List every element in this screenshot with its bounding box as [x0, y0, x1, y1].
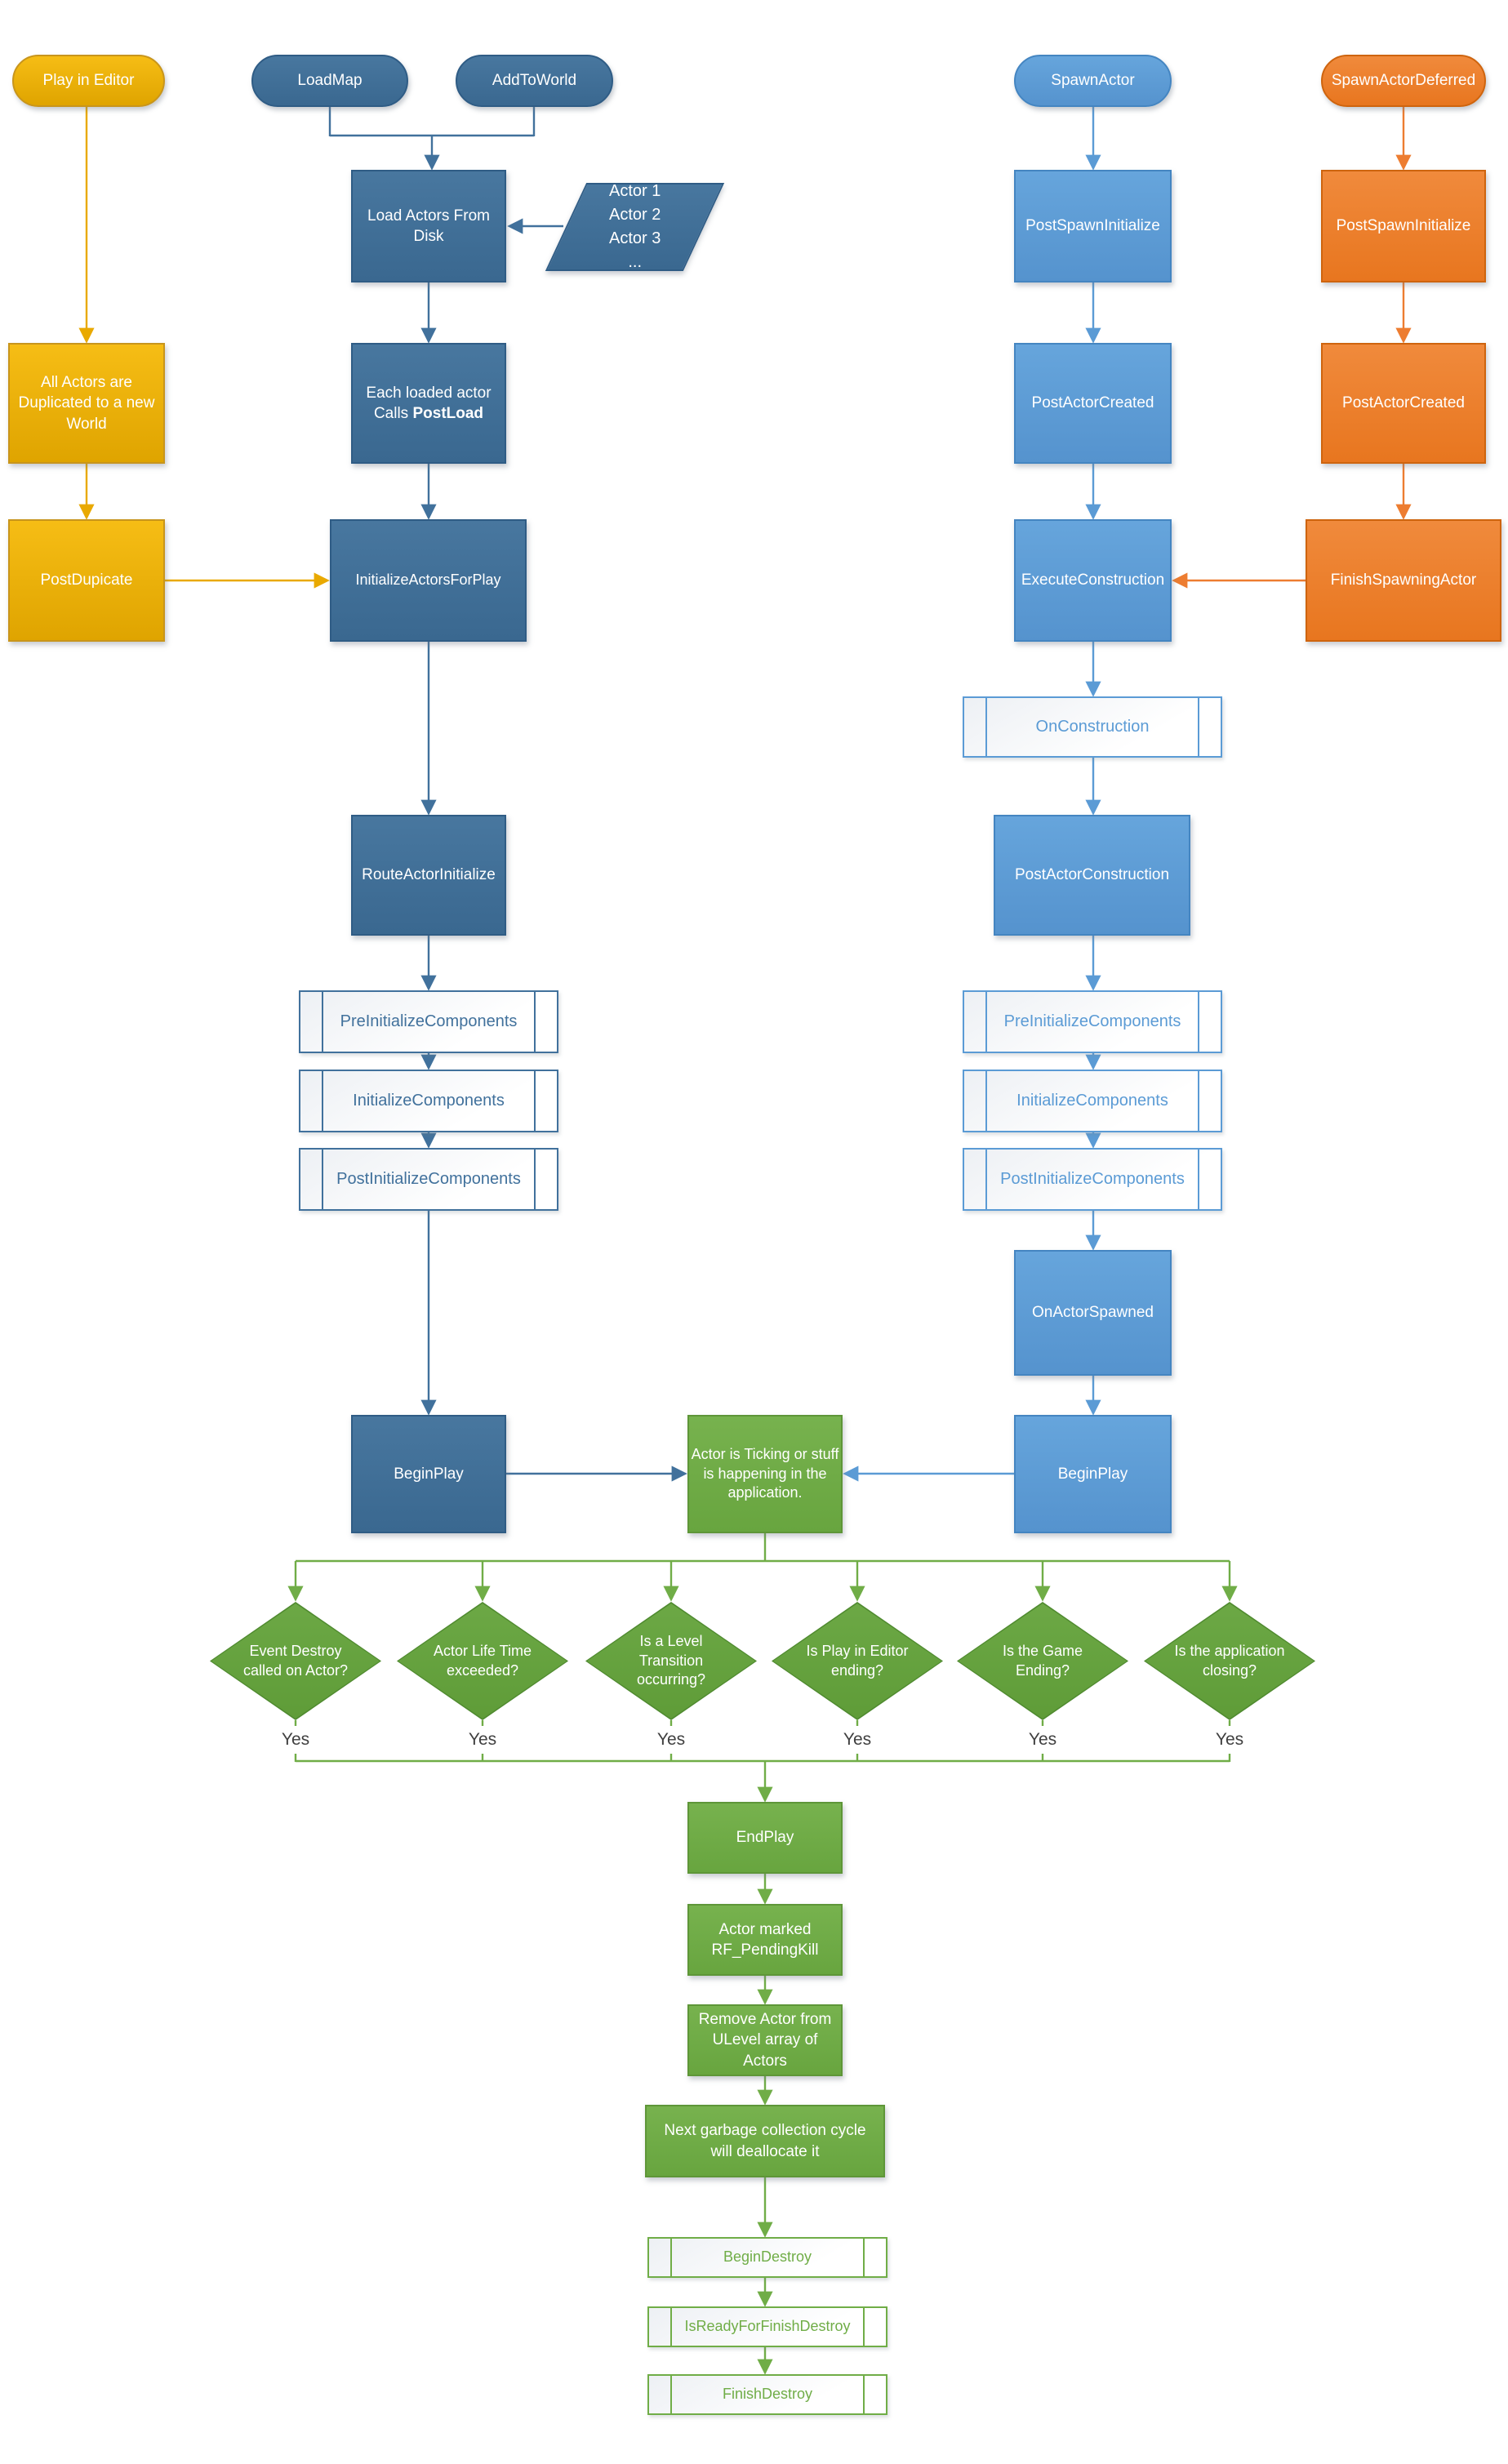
node-label: Play in Editor [42, 72, 135, 90]
node-spawn-actor-deferred: SpawnActorDeferred [1321, 55, 1486, 107]
node-actor-ticking: Actor is Ticking or stuff is happening i… [687, 1415, 843, 1533]
node-label: Actor marked RF_PendingKill [711, 1920, 819, 1959]
node-label: PreInitializeComponents [340, 1012, 518, 1031]
node-label: InitializeComponents [1016, 1092, 1168, 1110]
label-line: Calls PostLoad [366, 403, 491, 424]
node-label: PostActorCreated [1342, 394, 1465, 412]
node-label: PostActorCreated [1031, 394, 1154, 412]
node-label: InitializeComponents [353, 1092, 505, 1110]
node-label: SpawnActorDeferred [1331, 72, 1476, 90]
node-label: PostActorConstruction [1014, 866, 1170, 884]
node-label: PreInitializeComponents [1003, 1012, 1181, 1031]
node-begin-play-spawned: BeginPlay [1014, 1415, 1172, 1533]
actor-list-item: ... [628, 253, 642, 271]
node-finish-destroy: FinishDestroy [647, 2374, 887, 2415]
node-label: AddToWorld [492, 72, 577, 90]
node-post-actor-created: PostActorCreated [1014, 343, 1172, 464]
node-label: Next garbage collection cycle will deall… [664, 2122, 866, 2160]
node-label: OnConstruction [1035, 718, 1150, 736]
node-play-in-editor: Play in Editor [12, 55, 165, 107]
node-is-ready-for-finish-destroy: IsReadyForFinishDestroy [647, 2306, 887, 2347]
node-label: SpawnActor [1051, 72, 1135, 90]
node-execute-construction: ExecuteConstruction [1014, 519, 1172, 642]
node-all-actors-duplicated: All Actors are Duplicated to a new World [8, 343, 165, 464]
node-initialize-components: InitializeComponents [299, 1070, 558, 1132]
node-remove-actor-from-ulevel: Remove Actor from ULevel array of Actors [687, 2004, 843, 2076]
node-end-play: EndPlay [687, 1802, 843, 1874]
label-line-prefix: Calls [373, 405, 413, 422]
node-label: BeginPlay [394, 1465, 464, 1483]
node-label: IsReadyForFinishDestroy [684, 2318, 851, 2335]
node-label: OnActorSpawned [1032, 1304, 1154, 1322]
node-label: BeginPlay [1057, 1465, 1128, 1483]
node-label: Actor is Ticking or stuff is happening i… [691, 1445, 839, 1501]
node-garbage-collection: Next garbage collection cycle will deall… [645, 2105, 885, 2177]
connector-segment [328, 107, 536, 137]
node-label: LoadMap [297, 72, 363, 90]
node-post-initialize-components: PostInitializeComponents [299, 1148, 558, 1211]
label-line: Each loaded actor [366, 384, 492, 402]
node-load-map: LoadMap [251, 55, 408, 107]
node-route-actor-initialize: RouteActorInitialize [351, 815, 506, 936]
node-label: PostDupicate [40, 572, 133, 589]
node-on-actor-spawned: OnActorSpawned [1014, 1250, 1172, 1376]
yes-label: Yes [1018, 1726, 1067, 1754]
node-label: All Actors are Duplicated to a new World [18, 374, 155, 433]
node-label: FinishDestroy [722, 2386, 813, 2403]
node-label: PostSpawnInitialize [1025, 217, 1160, 235]
actor-list-item: Actor 2 [608, 206, 661, 224]
node-label: Each loaded actor Calls PostLoad [366, 383, 491, 424]
yes-label: Yes [271, 1726, 320, 1754]
node-initialize-actors-for-play: InitializeActorsForPlay [330, 519, 527, 642]
node-label: ExecuteConstruction [1021, 572, 1165, 589]
node-post-spawn-initialize: PostSpawnInitialize [1014, 170, 1172, 282]
yes-label: Yes [833, 1726, 882, 1754]
light-blue-connectors [843, 107, 1101, 1482]
node-on-construction: OnConstruction [963, 696, 1222, 758]
node-label: BeginDestroy [723, 2248, 812, 2266]
node-label: Remove Actor from ULevel array of Actors [698, 2011, 832, 2070]
node-each-loaded-actor-postload: Each loaded actor Calls PostLoad [351, 343, 506, 464]
node-begin-play-loaded: BeginPlay [351, 1415, 506, 1533]
node-initialize-components-spawn: InitializeComponents [963, 1070, 1222, 1132]
yes-label: Yes [458, 1726, 507, 1754]
node-add-to-world: AddToWorld [456, 55, 613, 107]
node-pre-initialize-components-spawn: PreInitializeComponents [963, 990, 1222, 1053]
node-post-initialize-components-spawn: PostInitializeComponents [963, 1148, 1222, 1211]
actor-list-item: Actor 3 [608, 229, 661, 247]
node-pre-initialize-components: PreInitializeComponents [299, 990, 558, 1053]
node-actor-marked-pending-kill: Actor marked RF_PendingKill [687, 1904, 843, 1976]
gold-connectors [78, 107, 330, 589]
node-label: Load Actors From Disk [367, 207, 490, 245]
node-begin-destroy: BeginDestroy [647, 2237, 887, 2278]
node-post-duplicate: PostDupicate [8, 519, 165, 642]
actor-list-item: Actor 1 [608, 182, 661, 200]
node-label: RouteActorInitialize [362, 866, 496, 884]
node-load-actors-from-disk: Load Actors From Disk [351, 170, 506, 282]
node-post-actor-created-deferred: PostActorCreated [1321, 343, 1486, 464]
node-label: PostInitializeComponents [1000, 1170, 1185, 1189]
yes-label: Yes [647, 1726, 696, 1754]
node-label: Actor 1 Actor 2 Actor 3 ... [609, 180, 661, 274]
yes-label: Yes [1205, 1726, 1254, 1754]
node-label: PostSpawnInitialize [1336, 217, 1471, 235]
node-label: FinishSpawningActor [1330, 572, 1477, 589]
node-finish-spawning-actor: FinishSpawningActor [1306, 519, 1501, 642]
node-post-spawn-initialize-deferred: PostSpawnInitialize [1321, 170, 1486, 282]
node-label: InitializeActorsForPlay [355, 572, 501, 589]
dark-blue-connectors [328, 107, 687, 1482]
label-line-bold: PostLoad [412, 405, 484, 422]
node-label: PostInitializeComponents [336, 1170, 521, 1189]
node-spawn-actor: SpawnActor [1014, 55, 1172, 107]
orange-connectors [1172, 107, 1412, 589]
node-label: EndPlay [736, 1829, 794, 1847]
node-post-actor-construction: PostActorConstruction [994, 815, 1190, 936]
